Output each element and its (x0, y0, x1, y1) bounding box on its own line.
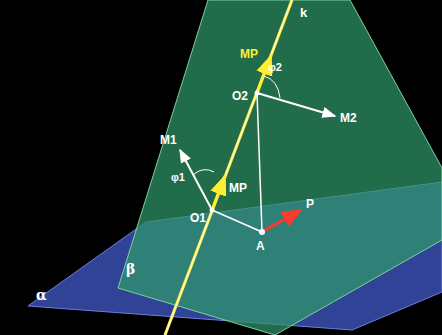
vector-p (262, 210, 301, 232)
vector-m2 (257, 93, 335, 116)
plane-name: β (126, 262, 135, 276)
point-name: A (256, 240, 265, 252)
segment-a-o1 (212, 210, 262, 232)
plane-beta (118, 0, 442, 335)
vector-mp-low (212, 176, 225, 210)
line-k-core (165, 0, 292, 335)
angle-arc-1 (193, 170, 214, 175)
angle-arc-2 (264, 76, 280, 98)
point-name: O1 (190, 212, 206, 224)
angle-name: φ1 (171, 172, 185, 183)
point-o1 (210, 208, 215, 213)
vector-name: MP (229, 182, 247, 194)
point-o2 (255, 91, 260, 96)
point-a (259, 229, 265, 235)
vector-name: M2 (340, 112, 357, 124)
segment-a-o2 (257, 93, 262, 232)
angle-name: φ2 (268, 62, 282, 73)
line-name: k (300, 6, 307, 19)
vector-name: MP (240, 48, 258, 60)
plane-name: α (36, 288, 47, 302)
point-name: O2 (232, 90, 248, 102)
vector-name: M1 (160, 134, 177, 146)
vector-name: P (306, 198, 314, 210)
line-k (165, 0, 292, 335)
